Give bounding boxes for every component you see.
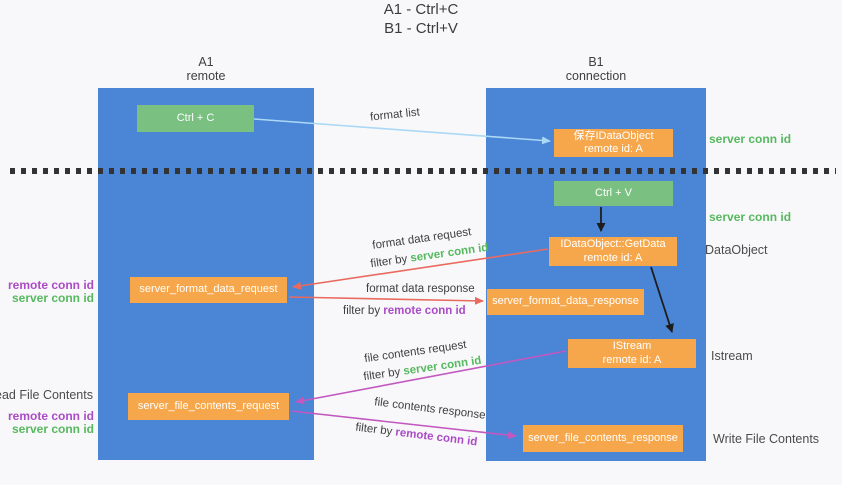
node-server-format-data-request: server_format_data_request — [130, 277, 287, 303]
node-istream-line2: remote id: A — [602, 353, 662, 366]
file-contents-response-label: file contents response — [373, 396, 487, 422]
node-save-idataobject-line2: remote id: A — [584, 143, 643, 155]
istream-label: Istream — [711, 349, 753, 363]
node-server-file-contents-response: server_file_contents_response — [523, 425, 683, 452]
node-istream: IStream remote id: A — [568, 339, 696, 368]
format-server-conn-id: server conn id — [11, 291, 94, 305]
format-data-response-label: format data response — [366, 283, 475, 295]
lane-a1-subtitle: remote — [186, 69, 226, 83]
lane-header-a1: A1 remote — [98, 55, 314, 83]
server-conn-id-mid-label: server conn id — [709, 210, 792, 224]
lane-b1-subtitle: connection — [565, 69, 627, 83]
lane-b1-title: B1 — [588, 55, 604, 69]
node-save-idataobject-line1: 保存IDataObject — [573, 129, 654, 142]
file-conn-id-annotation: remote conn id server conn id — [8, 410, 94, 436]
node-getdata-line2: remote id: A — [583, 251, 643, 264]
node-istream-line1: IStream — [612, 340, 652, 352]
node-idataobject-getdata: IDataObject::GetData remote id: A — [549, 237, 677, 266]
title-line-1: A1 - Ctrl+C — [383, 1, 459, 18]
dotted-separator — [10, 168, 836, 174]
dataobject-label: DataObject — [705, 243, 768, 257]
node-server-format-data-request-label: server_format_data_request — [139, 283, 278, 296]
format-conn-id-annotation: remote conn id server conn id — [8, 279, 94, 305]
node-server-file-contents-request-label: server_file_contents_request — [137, 399, 280, 412]
file-remote-conn-id: remote conn id — [7, 409, 94, 423]
node-server-format-data-response: server_format_data_response — [487, 289, 644, 315]
format-list-label: format list — [369, 106, 421, 124]
server-conn-id-top-label: server conn id — [709, 132, 792, 146]
node-ctrl-c: Ctrl + C — [137, 105, 254, 132]
format-response-filter-label: filter by remote conn id — [343, 305, 466, 317]
node-save-idataobject: 保存IDataObject remote id: A — [554, 129, 673, 157]
read-file-contents-label: Read File Contents — [0, 388, 93, 402]
node-server-file-contents-response-label: server_file_contents_response — [528, 431, 678, 444]
write-file-contents-label: Write File Contents — [713, 432, 820, 446]
title-line-2: B1 - Ctrl+V — [384, 20, 458, 37]
diagram-title: A1 - Ctrl+C B1 - Ctrl+V — [0, 0, 842, 38]
file-server-conn-id: server conn id — [11, 422, 94, 436]
node-getdata-line1: IDataObject::GetData — [560, 238, 666, 250]
node-ctrl-v-label: Ctrl + V — [595, 186, 632, 199]
node-server-format-data-response-label: server_format_data_response — [492, 295, 639, 308]
format-remote-conn-id: remote conn id — [7, 278, 94, 292]
lane-a1-title: A1 — [198, 55, 214, 69]
file-response-filter-label: filter by remote conn id — [354, 421, 478, 449]
node-server-file-contents-request: server_file_contents_request — [128, 393, 289, 420]
lane-header-b1: B1 connection — [486, 55, 706, 83]
node-ctrl-c-label: Ctrl + C — [176, 111, 215, 124]
node-ctrl-v: Ctrl + V — [554, 181, 673, 206]
format-data-response-arrow — [288, 296, 484, 305]
